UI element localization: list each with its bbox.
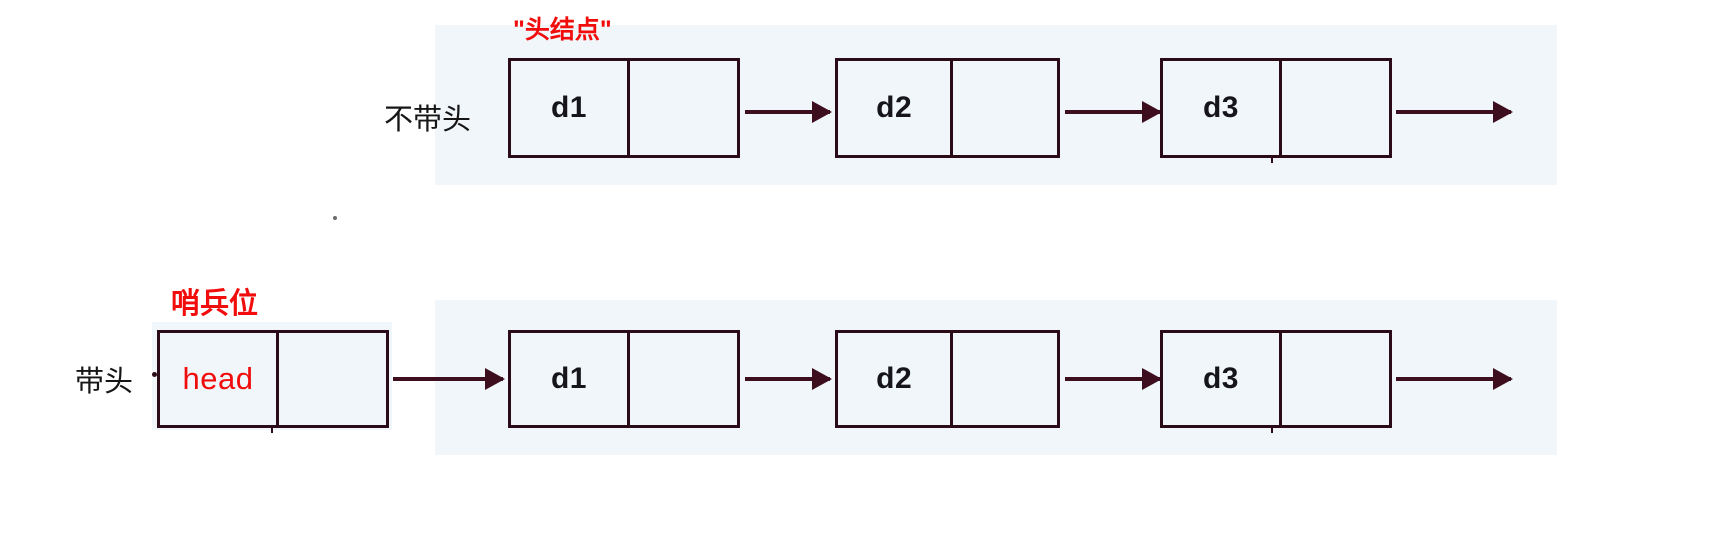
row-label-with-head: 带头 [75, 366, 134, 398]
annotation-head-node: "头结点" [513, 16, 612, 44]
node-head-sentinel: head [157, 330, 389, 428]
arrow-tail-top [1396, 110, 1511, 114]
row-background-top [435, 25, 1557, 185]
row-label-dot [152, 372, 157, 377]
node-tick-d3-top [1271, 156, 1273, 163]
arrow-d1-to-d2-top [745, 110, 830, 114]
node-next-cell [950, 333, 1057, 425]
node-tick-d3-bottom [1271, 426, 1273, 433]
node-data-cell: d1 [550, 91, 587, 124]
node-d1-bottom: d1 [508, 330, 740, 428]
node-next-cell [1278, 333, 1389, 425]
node-d2-bottom: d2 [835, 330, 1060, 428]
node-data-cell: head [182, 361, 254, 396]
arrow-head-to-d1-bottom [393, 377, 503, 381]
node-d1-top: d1 [508, 58, 740, 158]
arrow-d2-to-d3-bottom [1065, 377, 1160, 381]
node-next-cell [275, 333, 386, 425]
row-background-head [152, 322, 392, 430]
annotation-sentinel: 哨兵位 [171, 288, 259, 320]
node-next-cell [1278, 61, 1389, 155]
stray-dot [333, 216, 337, 220]
node-next-cell [626, 333, 737, 425]
node-d2-top: d2 [835, 58, 1060, 158]
node-next-cell [626, 61, 737, 155]
node-data-cell: d1 [550, 362, 587, 395]
node-tick-head [271, 426, 273, 433]
arrow-d1-to-d2-bottom [745, 377, 830, 381]
row-background-bottom [435, 300, 1557, 455]
arrow-tail-bottom [1396, 377, 1511, 381]
node-next-cell [950, 61, 1057, 155]
node-data-cell: d2 [876, 91, 913, 124]
node-d3-top: d3 [1160, 58, 1392, 158]
row-label-without-head: 不带头 [384, 104, 472, 136]
node-data-cell: d3 [1202, 91, 1239, 124]
node-data-cell: d2 [876, 362, 913, 395]
node-d3-bottom: d3 [1160, 330, 1392, 428]
node-data-cell: d3 [1202, 362, 1239, 395]
arrow-d2-to-d3-top [1065, 110, 1160, 114]
